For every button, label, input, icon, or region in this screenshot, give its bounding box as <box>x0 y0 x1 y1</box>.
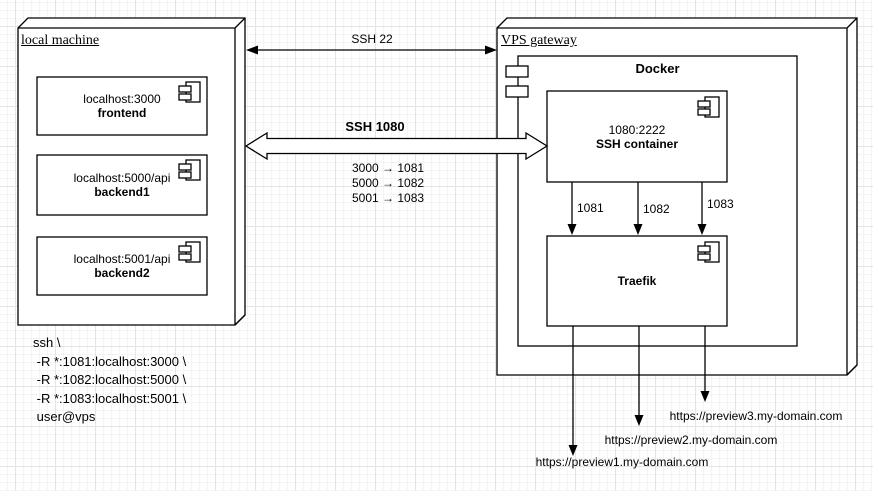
frontend-address: localhost:3000 <box>83 92 161 106</box>
port-mapping: 5000 → 1082 <box>352 176 425 190</box>
ssh-command-line: -R *:1082:localhost:5000 \ <box>33 372 187 388</box>
preview3-url[interactable]: https://preview3.my-domain.com <box>669 409 843 423</box>
port-mapping: 5001 → 1083 <box>352 191 425 205</box>
ssh-command-line: -R *:1083:localhost:5001 \ <box>33 390 187 406</box>
ssh-command-line: user@vps <box>33 409 96 425</box>
frontend-label: localhost:3000 frontend <box>37 77 207 135</box>
docker-title: Docker <box>635 61 680 76</box>
ssh-22-label: SSH 22 <box>351 32 393 46</box>
preview3-arrow[interactable] <box>700 326 710 402</box>
port-label-1081: 1081 <box>577 201 604 215</box>
port-label-1083: 1083 <box>707 197 734 211</box>
port-mapping-list[interactable]: 3000 → 1081 5000 → 1082 5001 → 1083 <box>352 161 424 206</box>
traefik-name: Traefik <box>617 274 657 288</box>
ssh-command-block[interactable]: ssh \ -R *:1081:localhost:3000 \ -R *:10… <box>33 334 186 427</box>
local-machine-title: local machine <box>21 33 100 48</box>
preview2-url[interactable]: https://preview2.my-domain.com <box>604 433 778 447</box>
preview2-arrow[interactable] <box>634 326 644 426</box>
ssh-container-ports: 1080:2222 <box>608 122 666 137</box>
ssh-command-line: -R *:1081:localhost:3000 \ <box>33 353 187 369</box>
traefik-box[interactable] <box>546 235 728 327</box>
backend2-name: backend2 <box>94 266 150 280</box>
traefik-label: Traefik <box>547 236 727 326</box>
ssh-22-arrow[interactable] <box>246 45 497 55</box>
backend2-address: localhost:5001/api <box>73 252 171 266</box>
port-mapping: 3000 → 1081 <box>352 161 425 175</box>
ssh-1080-label: SSH 1080 <box>345 119 405 134</box>
backend1-address: localhost:5000/api <box>73 171 171 185</box>
backend1-label: localhost:5000/api backend1 <box>37 155 207 215</box>
port-arrow-1082[interactable] <box>633 182 643 235</box>
docker-component-tab-bottom <box>505 85 529 98</box>
preview1-url[interactable]: https://preview1.my-domain.com <box>535 455 709 469</box>
preview1-arrow[interactable] <box>568 326 578 456</box>
port-label-1082: 1082 <box>643 202 670 216</box>
port-arrow-1081[interactable] <box>567 182 577 235</box>
ssh-container-box[interactable] <box>546 90 728 183</box>
port-arrow-1083[interactable] <box>697 182 707 235</box>
ssh-command-line: ssh \ <box>33 335 61 350</box>
ssh-container-label: 1080:2222 SSH container <box>547 91 727 182</box>
docker-component-tab-top <box>505 65 529 78</box>
ssh-container-name: SSH container <box>595 136 679 151</box>
vps-gateway-title: VPS gateway <box>501 33 577 48</box>
frontend-name: frontend <box>97 106 147 120</box>
backend2-label: localhost:5001/api backend2 <box>37 237 207 295</box>
ssh-1080-arrow[interactable] <box>244 131 549 161</box>
backend1-name: backend1 <box>94 185 150 199</box>
